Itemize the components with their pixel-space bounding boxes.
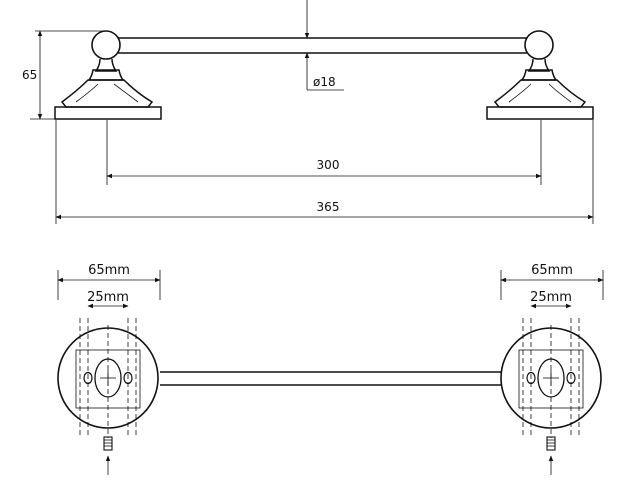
- right-rosette: [500, 318, 602, 475]
- height-label: 65: [22, 68, 37, 82]
- bar-tube: [118, 37, 527, 54]
- side-view: 65 ø18 300 365: [22, 0, 594, 224]
- right-inner-dimension: 25mm: [530, 290, 572, 309]
- total-span-label: 365: [317, 200, 340, 214]
- inner-span-dimension: 300: [106, 120, 542, 185]
- diameter-dimension: ø18: [304, 0, 344, 91]
- left-inner-dimension: 25mm: [87, 290, 129, 309]
- left-rosette: [57, 318, 159, 475]
- top-bar-tube: [160, 371, 502, 386]
- diameter-label: ø18: [313, 75, 336, 89]
- left-inner-label: 25mm: [87, 290, 129, 305]
- right-grub-screw: [546, 436, 556, 475]
- total-span-dimension: 365: [55, 120, 594, 224]
- right-inner-label: 25mm: [530, 290, 572, 305]
- right-outer-label: 65mm: [531, 263, 573, 278]
- height-dimension: 65: [22, 30, 104, 120]
- inner-span-label: 300: [317, 158, 340, 172]
- top-view: 65mm 25mm 65mm 25mm: [57, 263, 604, 475]
- left-grub-screw: [103, 436, 113, 475]
- right-bracket: [486, 30, 594, 120]
- right-outer-dimension: 65mm: [500, 263, 604, 300]
- left-outer-dimension: 65mm: [57, 263, 161, 300]
- left-outer-label: 65mm: [88, 263, 130, 278]
- left-bracket: [54, 30, 162, 120]
